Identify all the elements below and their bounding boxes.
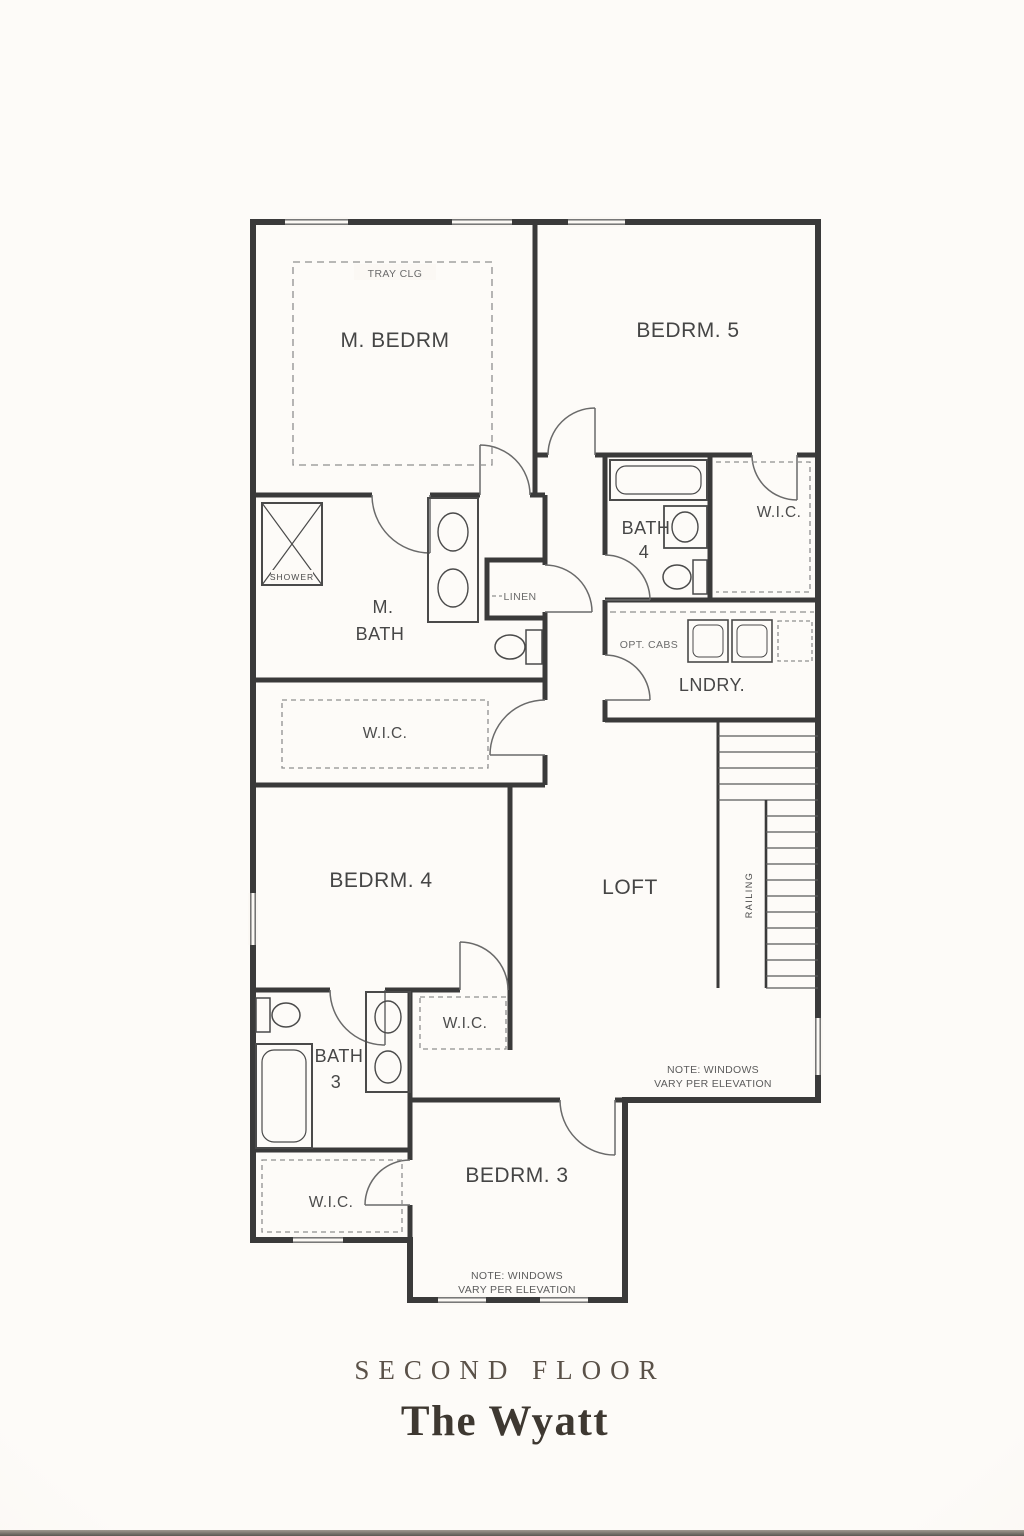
window-icon <box>248 893 258 945</box>
closet-shelf-line <box>281 699 489 769</box>
room-label-laundry: LNDRY. <box>679 675 745 695</box>
door-arc <box>489 699 546 756</box>
room-label-master-bath-line2: BATH <box>356 624 405 644</box>
cabinet-dashed-box <box>777 620 813 662</box>
page-bottom-edge <box>0 1530 1024 1536</box>
door-arc <box>604 554 651 601</box>
closet-shelf-line <box>419 996 507 1050</box>
window-icon <box>293 1235 343 1245</box>
room-label-bedroom-5: BEDRM. 5 <box>636 319 739 342</box>
door-arc <box>329 989 386 1046</box>
door-arc <box>547 407 596 456</box>
room-label-bath-4-line2: 4 <box>639 542 650 562</box>
tray-ceiling-label-group: TRAY CLG <box>354 264 436 280</box>
note-loft-line2: VARY PER ELEVATION <box>654 1078 772 1090</box>
plan-name-title: The Wyatt <box>401 1398 609 1445</box>
room-label-bedroom3-wic: W.I.C. <box>309 1194 354 1211</box>
closet-shelf-line <box>261 1159 403 1233</box>
toilet-icon <box>662 559 708 595</box>
room-label-bath-3-line1: BATH <box>315 1046 364 1066</box>
bathtub-icon <box>255 1043 313 1149</box>
dashed-features <box>261 261 814 1233</box>
window-icon <box>540 1295 588 1305</box>
plan-notes: NOTE: WINDOWS VARY PER ELEVATION NOTE: W… <box>458 1064 772 1296</box>
room-label-master-wic: W.I.C. <box>363 725 408 742</box>
stair-railing-label: RAILING <box>744 872 754 919</box>
washer-icon <box>687 619 729 663</box>
toilet-icon <box>255 997 301 1033</box>
door-arc <box>559 1099 616 1156</box>
windows <box>248 217 823 1305</box>
room-label-wic-bath4: W.I.C. <box>757 504 802 521</box>
door-arc <box>479 444 531 496</box>
room-label-bath-4-line1: BATH <box>622 518 671 538</box>
vanity-sink-icon <box>427 497 479 623</box>
tray-ceiling-outline <box>292 261 493 466</box>
stair-treads-upper <box>718 735 818 801</box>
window-icon <box>285 217 348 227</box>
room-label-bath-3-line2: 3 <box>331 1072 342 1092</box>
door-arc <box>364 1159 411 1206</box>
staircase: RAILING <box>716 722 818 989</box>
door-arc <box>459 941 509 991</box>
window-icon <box>438 1295 486 1305</box>
door-arc <box>371 494 431 554</box>
note-bedroom3-line1: NOTE: WINDOWS <box>471 1270 563 1282</box>
window-icon <box>452 217 512 227</box>
vanity-sink-icon <box>663 505 708 549</box>
room-label-master-bedroom: M. BEDRM <box>341 329 450 352</box>
door-arc <box>544 564 593 613</box>
bathtub-icon <box>609 459 708 501</box>
label-opt-cabs: OPT. CABS <box>620 639 678 651</box>
room-label-hall-wic: W.I.C. <box>443 1015 488 1032</box>
floor-title: SECOND FLOOR <box>354 1355 665 1385</box>
toilet-icon <box>494 629 543 665</box>
room-labels: TRAY CLG M. BEDRM BEDRM. 5 BATH 4 W.I.C.… <box>309 264 802 1211</box>
fixtures: SHOWER <box>255 459 773 1149</box>
room-label-bedroom-4: BEDRM. 4 <box>329 869 432 892</box>
room-label-linen: LINEN <box>504 591 537 603</box>
note-loft-line1: NOTE: WINDOWS <box>667 1064 759 1076</box>
stair-treads-lower <box>766 815 818 989</box>
window-icon <box>813 1018 823 1075</box>
interior-walls <box>253 222 818 1242</box>
room-label-bedroom-3: BEDRM. 3 <box>465 1164 568 1187</box>
door-arc <box>604 654 651 701</box>
interior-wall-segments <box>253 222 818 1242</box>
shower-label: SHOWER <box>270 572 314 582</box>
room-label-loft: LOFT <box>602 876 658 899</box>
title-block: SECOND FLOOR The Wyatt <box>354 1355 665 1445</box>
shower-icon: SHOWER <box>261 502 323 586</box>
room-label-master-bath-line1: M. <box>373 597 394 617</box>
dryer-icon <box>731 619 773 663</box>
door-swings <box>329 407 798 1206</box>
vanity-sink-icon <box>365 991 411 1093</box>
window-icon <box>568 217 625 227</box>
closet-shelf-line <box>716 461 811 593</box>
tray-ceiling-label: TRAY CLG <box>368 268 423 280</box>
note-bedroom3-line2: VARY PER ELEVATION <box>458 1284 576 1296</box>
